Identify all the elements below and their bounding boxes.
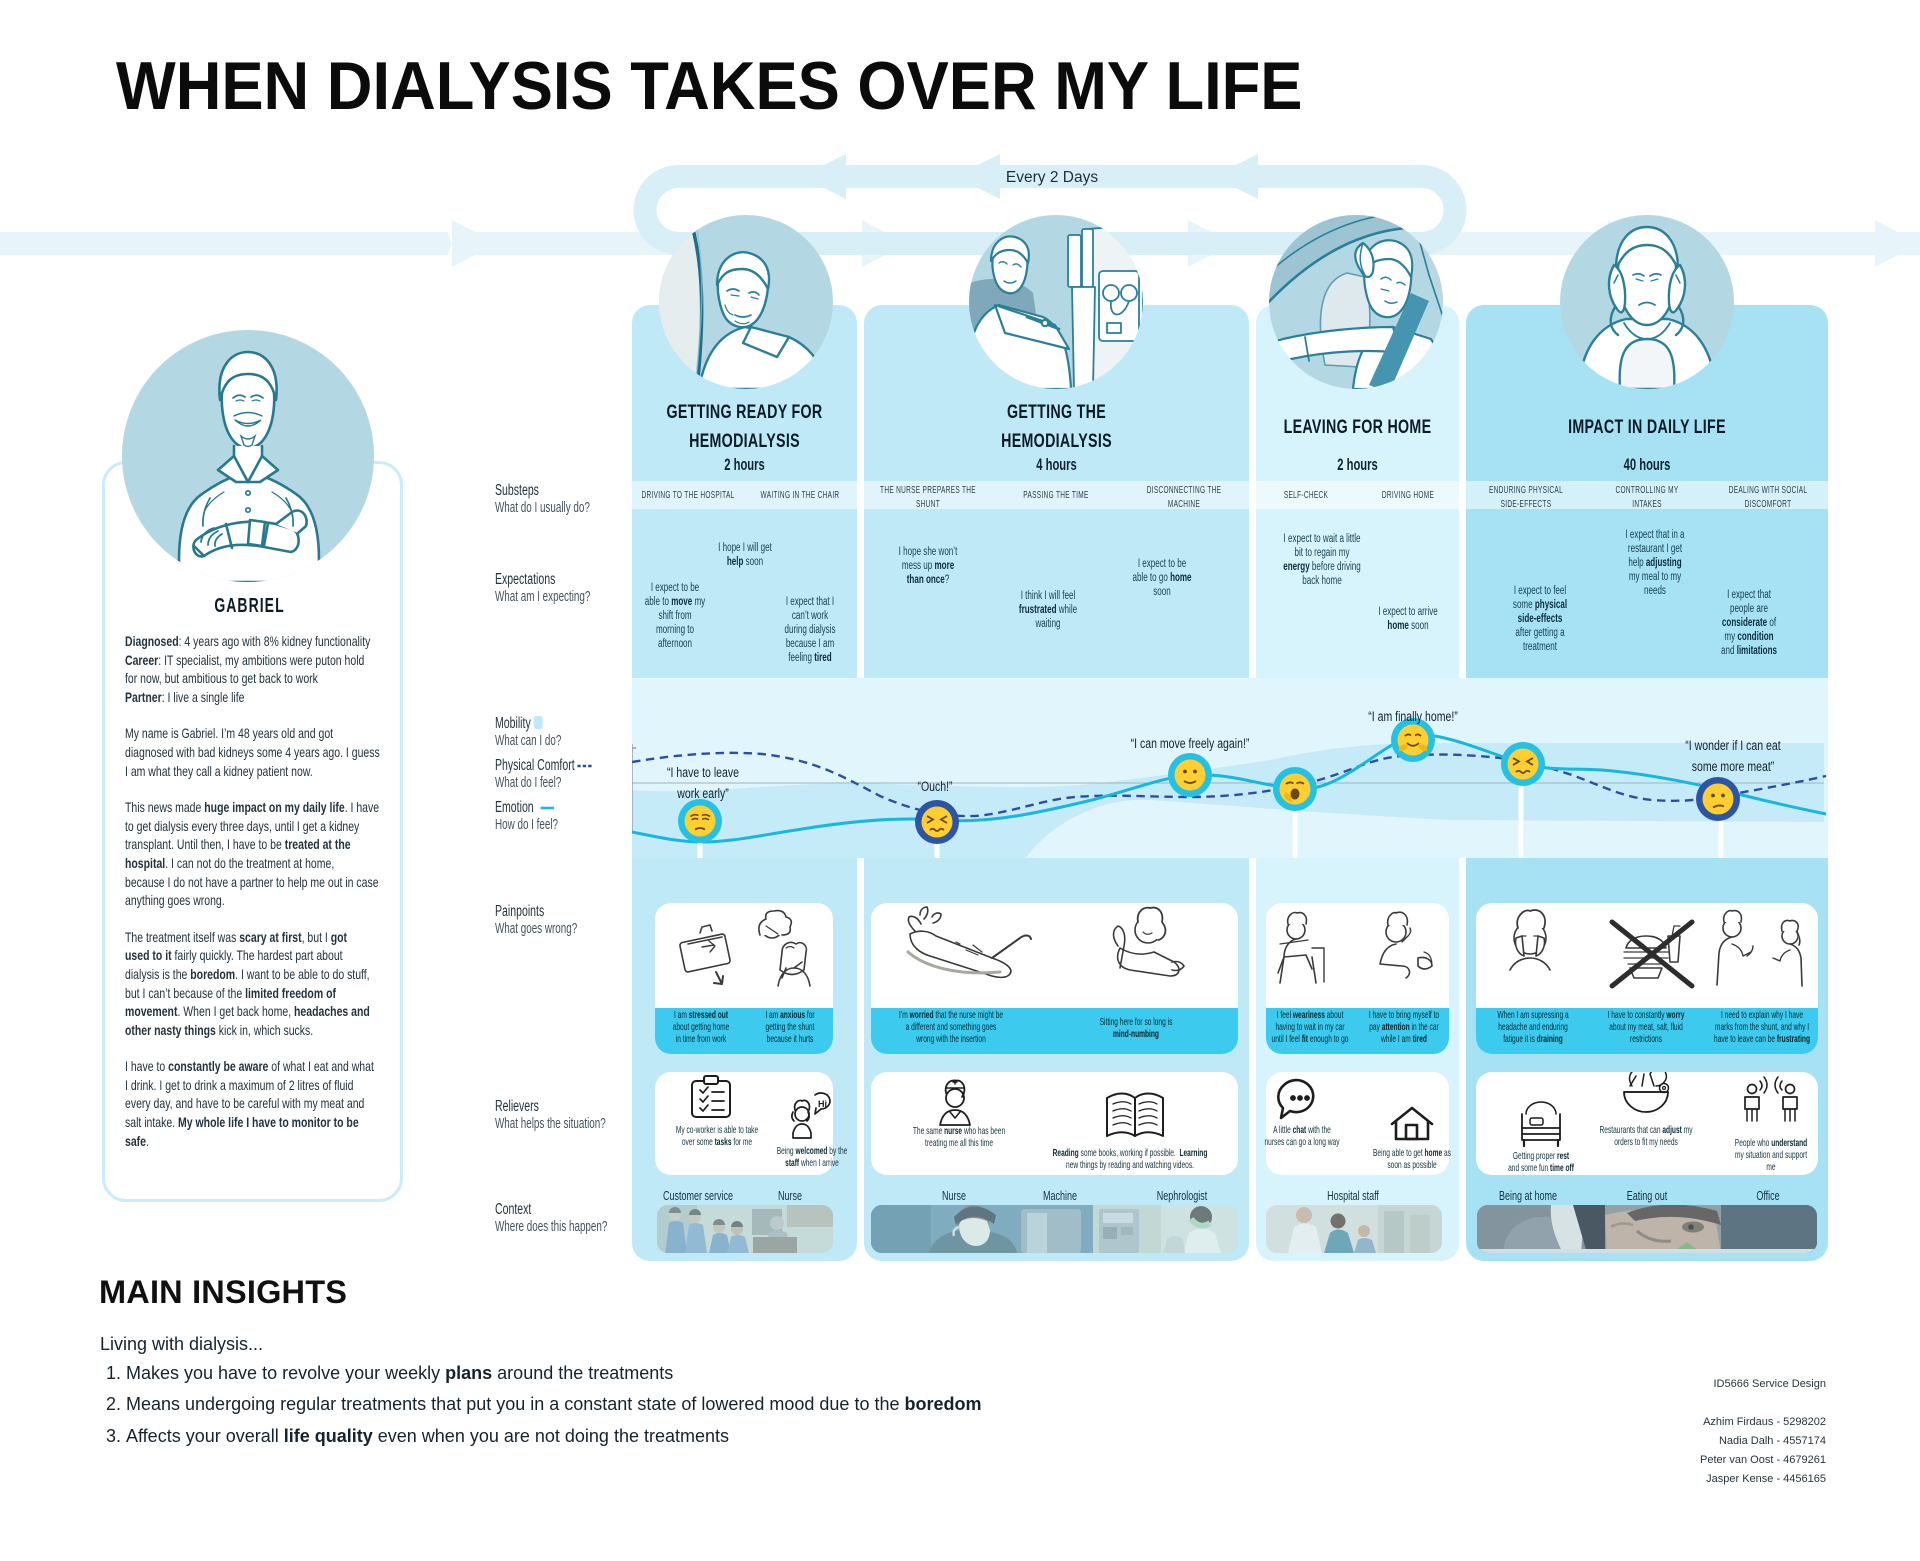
svg-text:Hi: Hi (818, 1099, 827, 1109)
svg-text:Every 2 Days: Every 2 Days (1006, 169, 1098, 186)
